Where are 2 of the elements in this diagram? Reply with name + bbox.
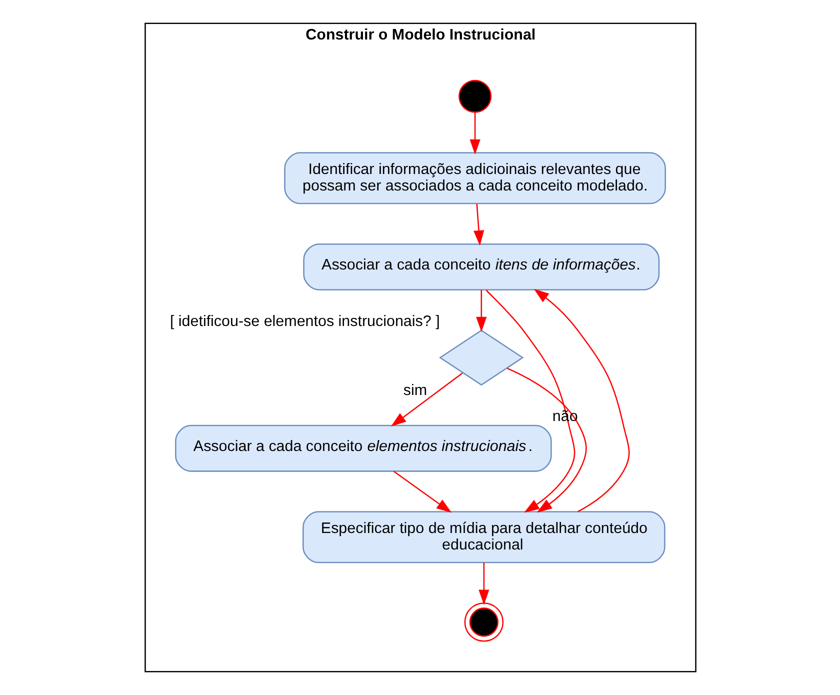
- edge-label: sim: [402, 382, 427, 399]
- node-label: [ idetificou-se elementos instrucionais? ]: [169, 313, 440, 330]
